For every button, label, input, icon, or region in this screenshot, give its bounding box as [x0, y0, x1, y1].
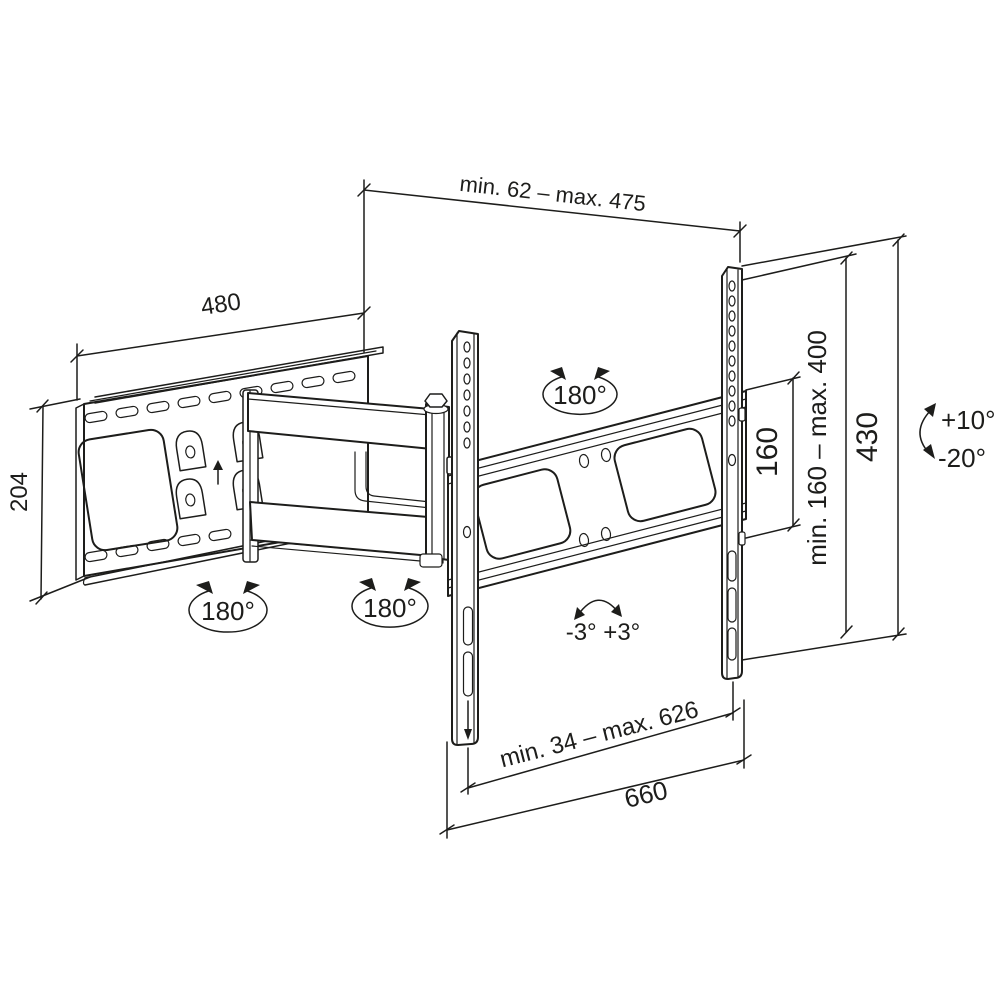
- tilt-up-label: +10°: [941, 405, 996, 435]
- swivel-wall-label: 180°: [201, 596, 255, 626]
- keyhole-tab: [175, 478, 207, 520]
- swivel-tv-label: 180°: [553, 380, 607, 410]
- dim-wall-plate-width: 480: [70, 288, 371, 401]
- swivel-mid-label: 180°: [363, 593, 417, 623]
- vesa-crossbar: [447, 390, 747, 597]
- left-rail: [451, 330, 479, 746]
- hex-bolt-icon: [423, 393, 449, 415]
- swivel-indicator-mid: 180°: [351, 578, 429, 628]
- tv-bracket-height-label: 430: [851, 412, 884, 462]
- keyhole-tab: [175, 430, 207, 472]
- wall-plate-cutout: [77, 428, 179, 552]
- dim-depth-range: min. 62 – max. 475: [357, 171, 747, 353]
- vesa-height-range-label: min. 160 – max. 400: [802, 330, 832, 566]
- crossbar-cutout-right: [613, 427, 717, 523]
- wall-plate-height-label: 204: [6, 472, 33, 512]
- tilt-indicator: +10° -20°: [919, 403, 996, 473]
- level-adjust-label: -3° +3°: [566, 619, 641, 646]
- dim-vesa-min-height: 160: [745, 371, 801, 539]
- swivel-indicator-wall: 180°: [188, 581, 268, 633]
- wall-plate-width-label: 480: [199, 288, 243, 321]
- tilt-down-label: -20°: [938, 443, 986, 473]
- dim-wall-plate-height: 204: [6, 398, 91, 605]
- right-rail: [721, 266, 746, 680]
- dim-vesa-width-range: min. 34 – max. 626: [460, 681, 741, 795]
- orientation-down-arrow-icon: [464, 700, 472, 740]
- vesa-min-height-label: 160: [751, 427, 784, 477]
- swivel-indicator-tv: 180°: [542, 367, 618, 416]
- tv-bracket-width-label: 660: [621, 775, 670, 814]
- tv-bracket: [446, 266, 747, 746]
- crossbar-cutout-left: [472, 468, 572, 560]
- hinge-foot: [419, 553, 443, 568]
- articulating-arm: [242, 389, 450, 568]
- dim-tv-bracket-height: 430: [741, 233, 907, 661]
- depth-range-label: min. 62 – max. 475: [458, 171, 647, 216]
- orientation-up-arrow-icon: [213, 460, 223, 485]
- vesa-width-range-label: min. 34 – max. 626: [497, 696, 701, 773]
- level-adjust-indicator: -3° +3°: [566, 599, 641, 646]
- dim-vesa-height-range: min. 160 – max. 400: [741, 251, 857, 639]
